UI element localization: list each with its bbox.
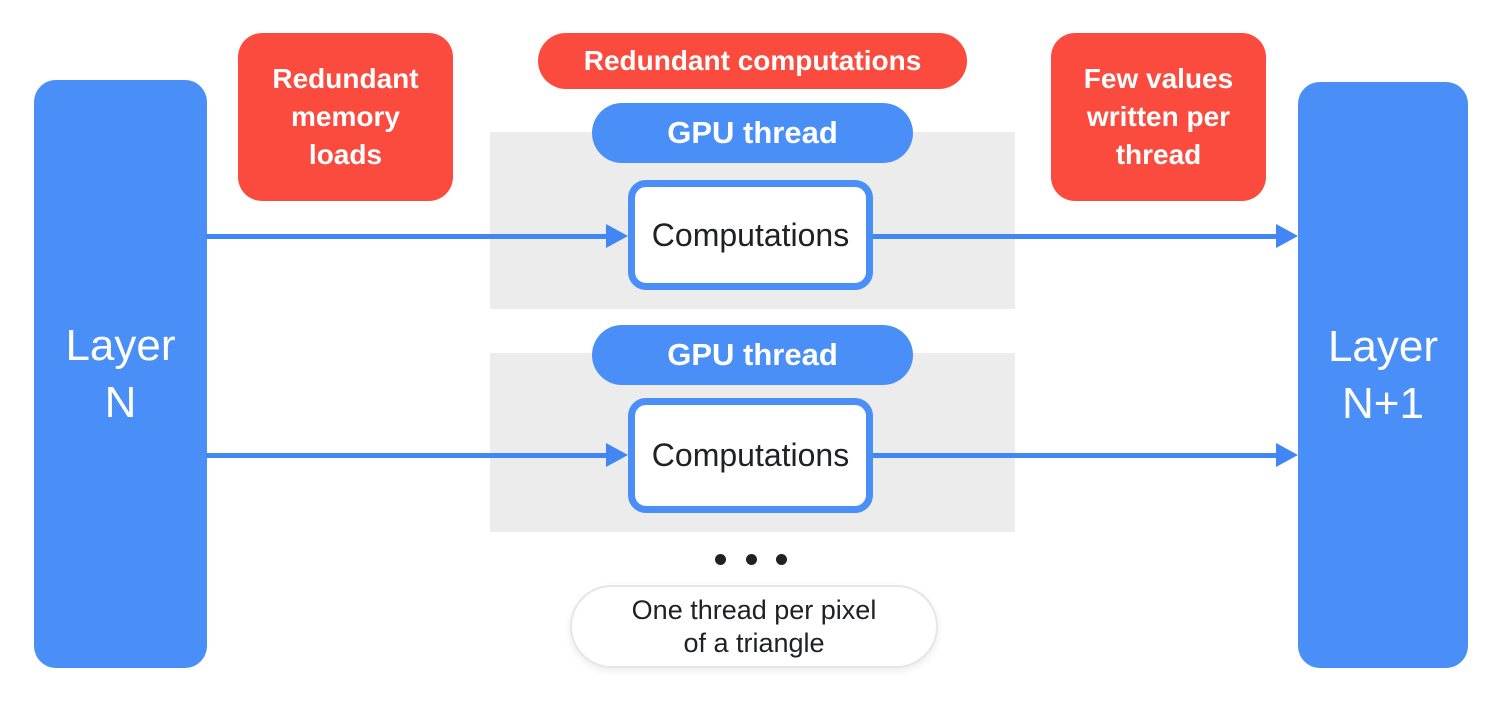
arrowhead-icon — [606, 224, 628, 248]
arrowhead-icon — [606, 443, 628, 467]
arrowhead-icon — [1276, 443, 1298, 467]
layer-n-node: Layer N — [34, 80, 207, 668]
callout-redundant-computations: Redundant computations — [538, 33, 967, 89]
computations-node-2: Computations — [628, 398, 873, 513]
callout-redundant-memory-loads: Redundant memory loads — [238, 33, 453, 201]
ellipsis-dot-icon — [776, 553, 787, 565]
arrow-line-computations-1-to-layer-n1 — [873, 234, 1277, 239]
arrow-line-layer-n-to-computations-2 — [206, 453, 608, 458]
arrow-line-computations-2-to-layer-n1 — [873, 453, 1277, 458]
ellipsis-dot-icon — [715, 553, 726, 565]
gpu-thread-pill-1: GPU thread — [592, 103, 913, 163]
computations-node-1: Computations — [628, 180, 873, 290]
ellipsis-dots — [715, 553, 787, 565]
callout-few-values-written: Few values written per thread — [1051, 33, 1266, 201]
layer-n-plus-1-node: Layer N+1 — [1298, 82, 1468, 668]
arrow-line-layer-n-to-computations-1 — [206, 234, 608, 239]
footnote-one-thread-per-pixel: One thread per pixel of a triangle — [570, 585, 938, 668]
arrowhead-icon — [1276, 224, 1298, 248]
ellipsis-dot-icon — [745, 553, 757, 565]
gpu-thread-pill-2: GPU thread — [592, 325, 913, 385]
